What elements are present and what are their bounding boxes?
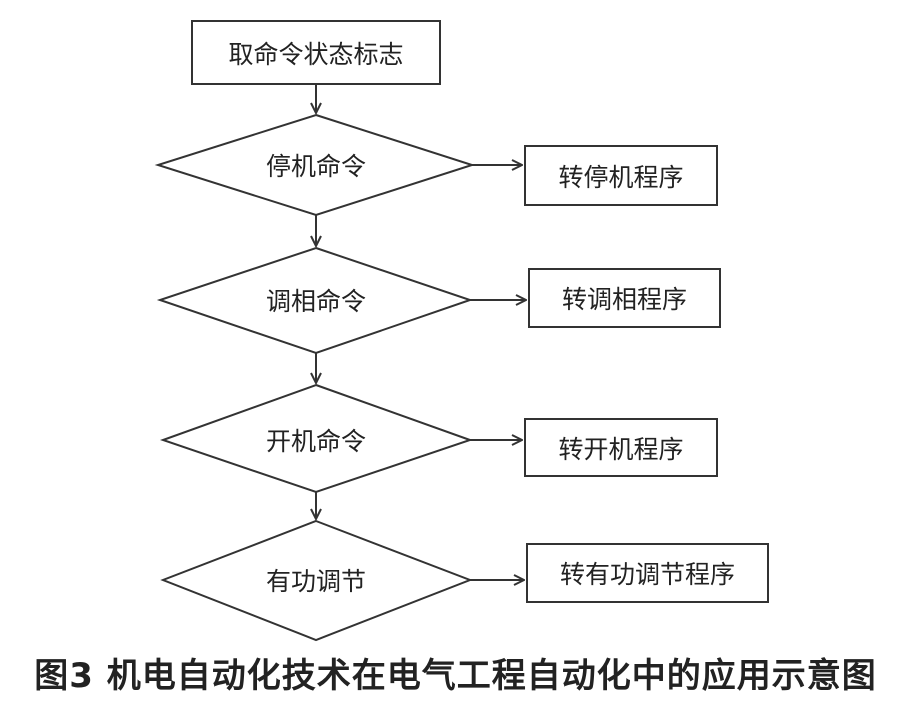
figure-caption: 图3 机电自动化技术在电气工程自动化中的应用示意图 [34,656,877,696]
action-box-2: 转调相程序 [528,268,721,328]
decision-diamond-4 [160,519,473,642]
action-box-1: 转停机程序 [524,145,718,206]
decision-label-4: 有功调节 [265,567,367,596]
action-box-3: 转开机程序 [524,418,718,477]
decision-diamond-2 [156,246,474,355]
decision-label-1: 停机命令 [265,152,367,181]
decision-diamond-3 [159,383,474,494]
action-box-4-label: 转有功调节程序 [559,560,735,589]
action-box-1-label: 转停机程序 [558,162,684,192]
decision-label-2: 调相命令 [265,287,367,316]
action-box-2-label: 转调相程序 [561,285,687,314]
action-box-3-label: 转开机程序 [558,434,684,464]
decision-diamond-1 [154,113,476,217]
action-box-4: 转有功调节程序 [526,543,769,603]
start-box: 取命令状态标志 [191,20,441,85]
decision-label-3: 开机命令 [265,427,367,456]
start-box-label: 取命令状态标志 [228,39,404,69]
